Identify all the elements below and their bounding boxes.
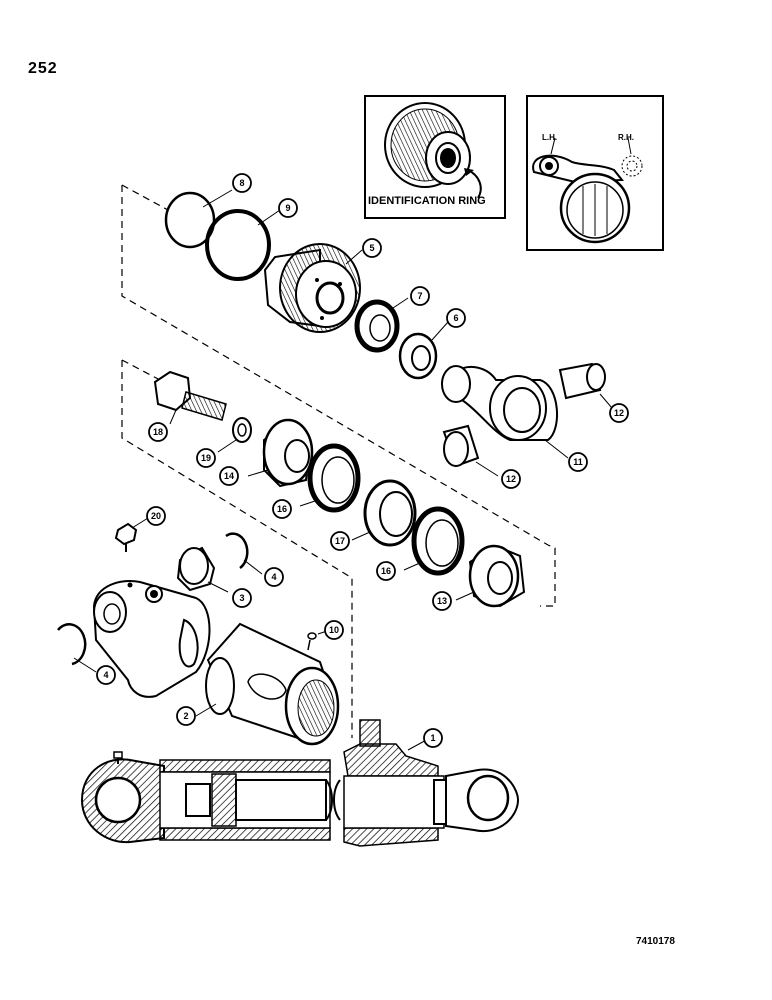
callout-label-8: 8 <box>239 178 244 188</box>
part-2-cylinder-tube <box>195 622 340 746</box>
dashed-group-outline-lower <box>121 359 353 738</box>
part-16-seal-upper <box>299 443 361 513</box>
callout-bubble-8 <box>232 173 252 193</box>
callout-label-12: 12 <box>506 474 516 484</box>
callout-bubble-10 <box>324 620 344 640</box>
callout-bubble-7 <box>410 286 430 306</box>
callout-bubble-19 <box>196 448 216 468</box>
part-19-washer <box>217 417 252 453</box>
callout-bubble-3 <box>232 588 252 608</box>
part-11-rod-eye <box>441 365 569 459</box>
callout-label-7: 7 <box>417 291 422 301</box>
dashed-group-outline-upper <box>121 184 556 607</box>
callout-label-16: 16 <box>277 504 287 514</box>
callout-bubble-1 <box>423 728 443 748</box>
figure-code: 7410178 <box>636 936 675 947</box>
cylinder-base-eye <box>92 580 211 698</box>
part-17-wear-ring <box>351 479 417 547</box>
part-12-bushing-upper <box>558 362 613 409</box>
callout-label-9: 9 <box>285 203 290 213</box>
callout-label-2: 2 <box>183 711 188 721</box>
callout-label-3: 3 <box>239 593 244 603</box>
callout-label-17: 17 <box>335 536 345 546</box>
lh-label: L.H. <box>542 133 557 142</box>
callout-label-19: 19 <box>201 453 211 463</box>
part-3-bushing <box>176 546 229 593</box>
part-9-ring <box>205 209 281 281</box>
part-18-bolt <box>153 370 227 425</box>
callout-bubble-14 <box>219 466 239 486</box>
callout-bubble-12 <box>609 403 629 423</box>
callout-label-6: 6 <box>453 313 458 323</box>
part-4-retaining-ring-lower <box>57 623 97 673</box>
part-20-grease-fitting <box>114 517 149 552</box>
callout-bubble-5 <box>362 238 382 258</box>
callout-label-4: 4 <box>271 572 276 582</box>
part-12-bushing-lower <box>442 424 499 477</box>
callout-bubble-9 <box>278 198 298 218</box>
part-8-snap-ring <box>164 189 233 249</box>
page-number: 252 <box>28 60 58 77</box>
callout-bubble-11 <box>568 452 588 472</box>
assembled-cylinder-cross-section <box>80 719 520 847</box>
part-4-retaining-ring-upper <box>225 532 263 575</box>
part-6-wiper <box>398 321 449 380</box>
callout-bubble-2 <box>176 706 196 726</box>
part-16-seal-lower <box>403 506 465 576</box>
callout-bubble-16 <box>376 561 396 581</box>
identification-ring-inset: IDENTIFICATION RING <box>364 95 506 219</box>
callout-bubble-17 <box>330 531 350 551</box>
callout-label-16: 16 <box>381 566 391 576</box>
callout-label-4: 4 <box>103 670 108 680</box>
callout-label-13: 13 <box>437 596 447 606</box>
part-13-nut <box>455 544 526 608</box>
callout-bubble-6 <box>446 308 466 328</box>
callout-bubble-20 <box>146 506 166 526</box>
callout-bubble-12 <box>501 469 521 489</box>
hand-orientation-inset: L.H. R.H. <box>526 95 664 251</box>
callout-label-1: 1 <box>430 733 435 743</box>
callout-label-11: 11 <box>573 457 583 467</box>
callout-label-18: 18 <box>153 427 163 437</box>
part-7-seal <box>354 297 409 353</box>
callout-label-5: 5 <box>369 243 374 253</box>
rh-label: R.H. <box>618 133 634 142</box>
callout-bubble-18 <box>148 422 168 442</box>
callout-bubble-4 <box>96 665 116 685</box>
callout-label-20: 20 <box>151 511 161 521</box>
identification-ring-label: IDENTIFICATION RING <box>368 195 486 207</box>
callout-bubble-16 <box>272 499 292 519</box>
part-5-cylinder-head <box>263 243 363 333</box>
callout-label-10: 10 <box>329 625 339 635</box>
callout-bubble-13 <box>432 591 452 611</box>
callout-label-14: 14 <box>224 471 234 481</box>
part-14-piston <box>247 418 314 488</box>
callout-bubble-4 <box>264 567 284 587</box>
callout-label-12: 12 <box>614 408 624 418</box>
